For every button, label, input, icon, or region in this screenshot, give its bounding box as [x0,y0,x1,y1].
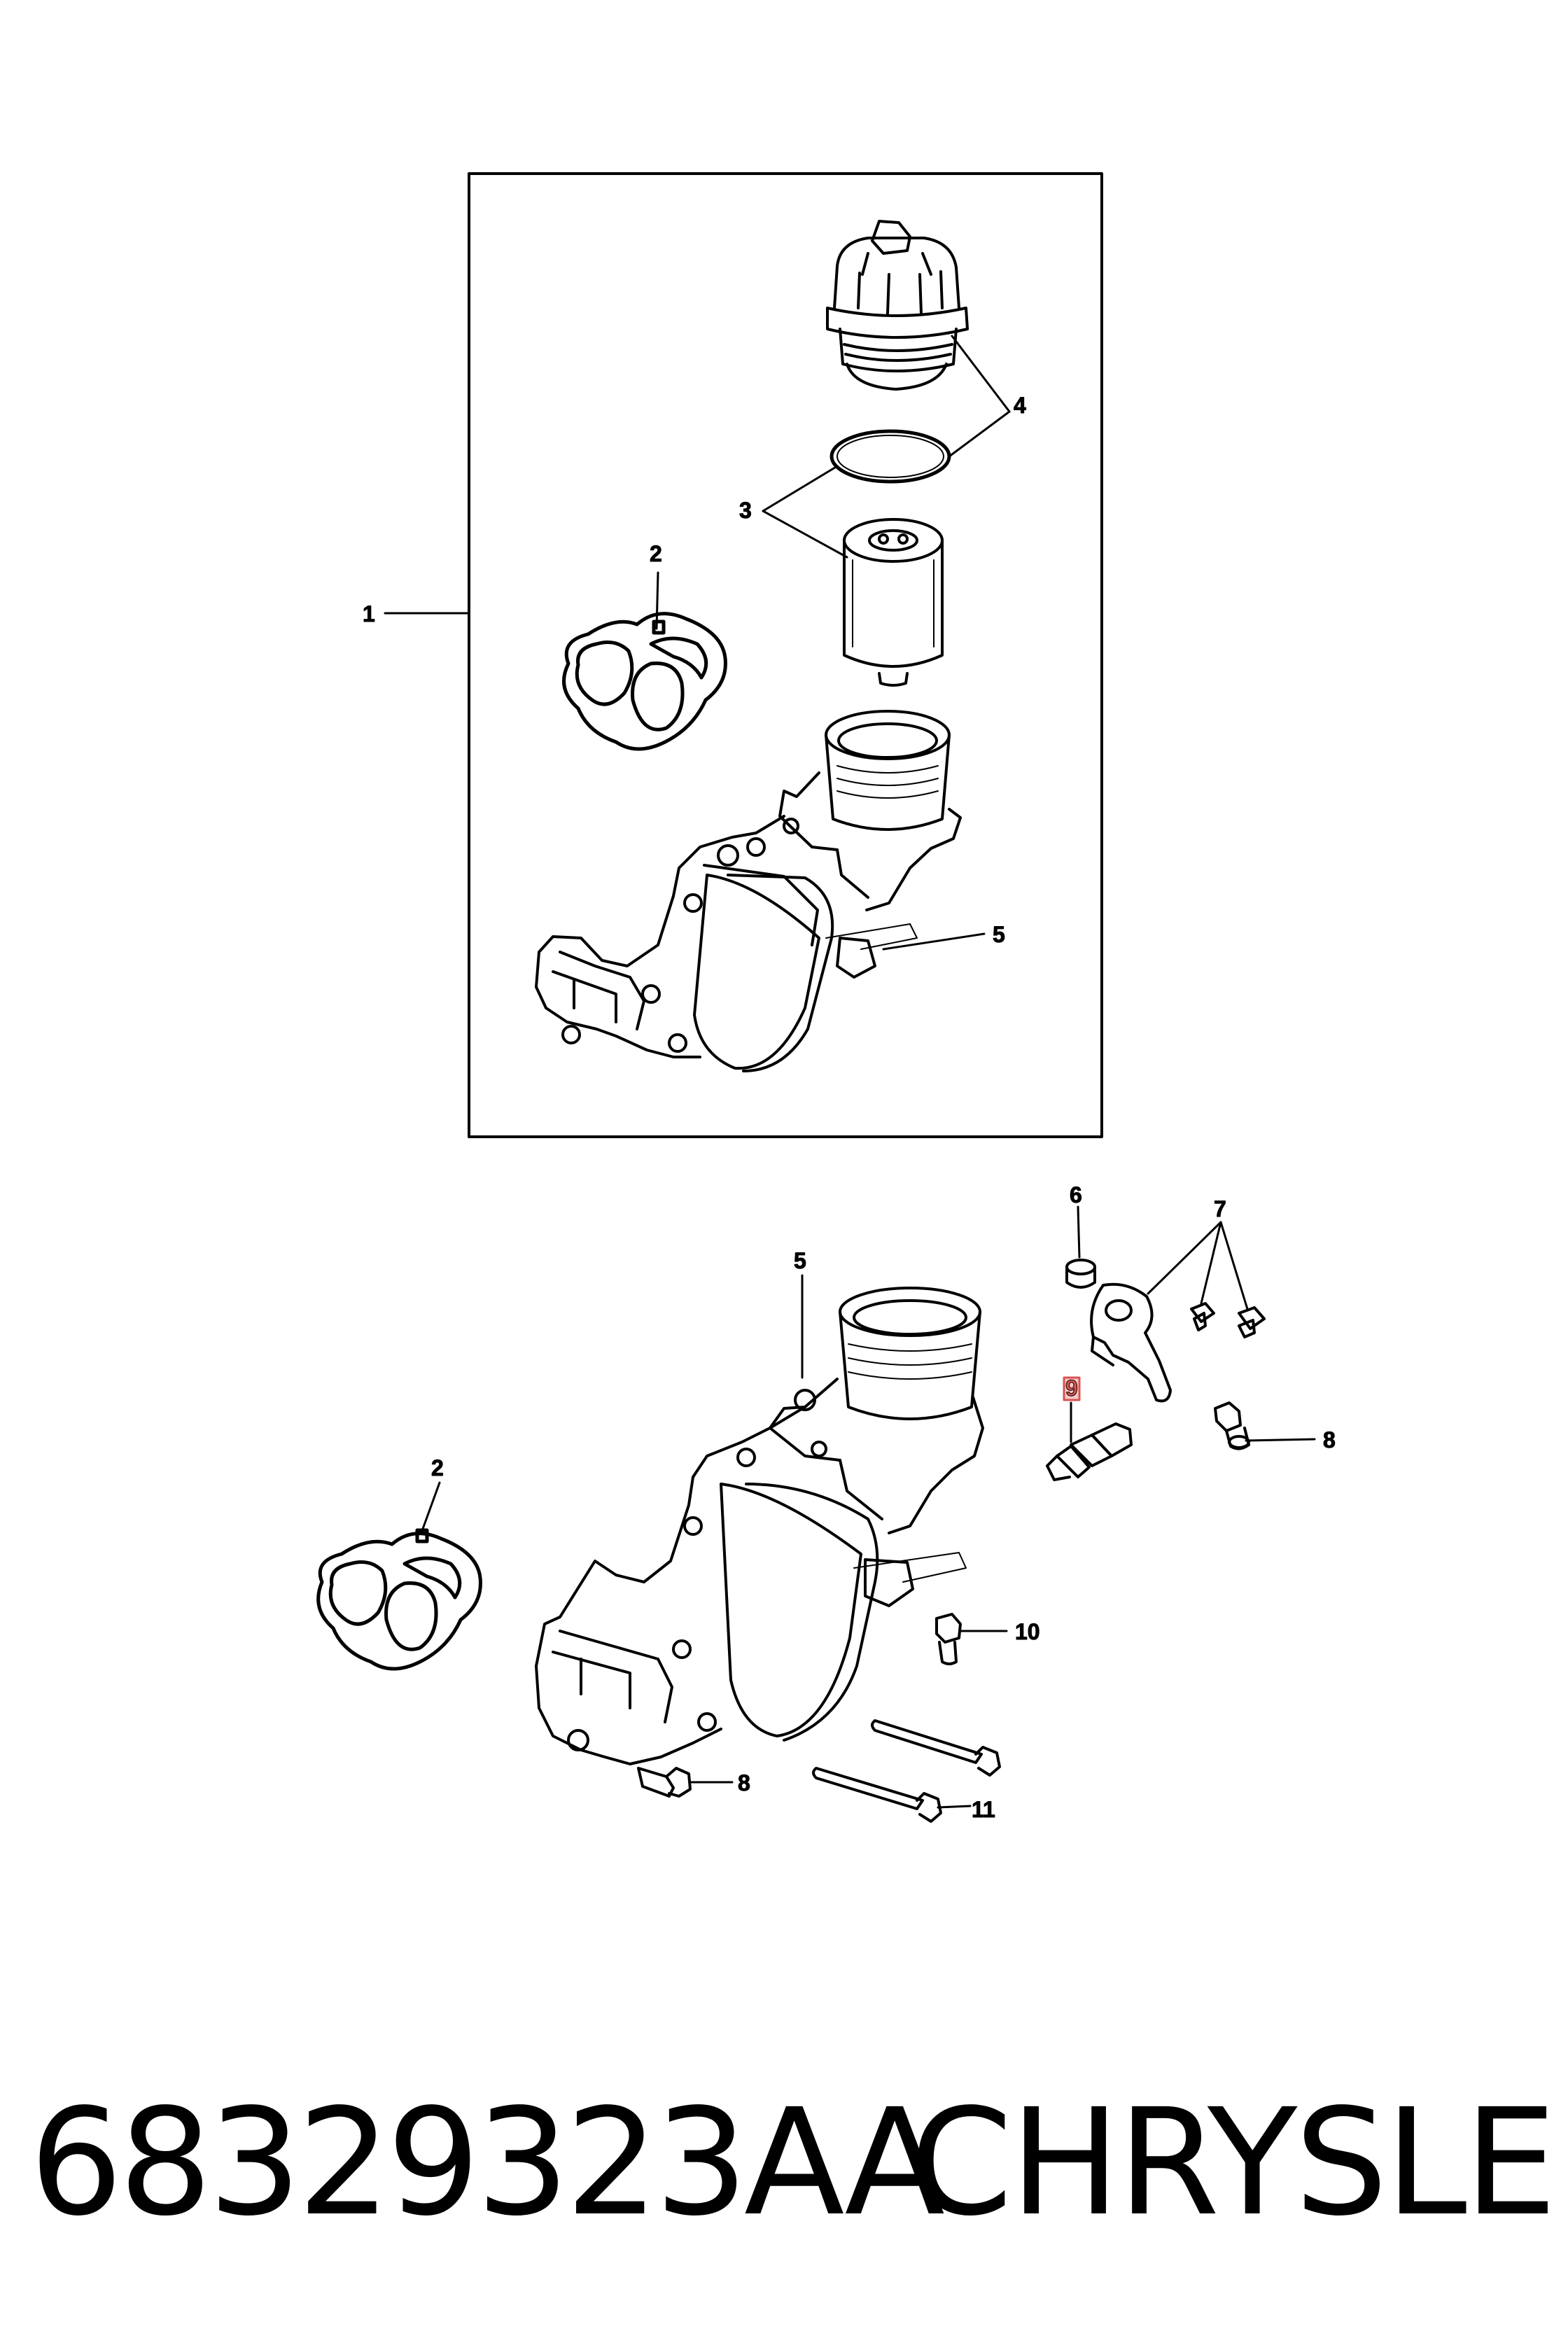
long-bolt-lower[interactable] [812,1767,942,1823]
brand-name: CHRYSLER [910,2077,1568,2248]
callout-9-highlight [1063,1376,1081,1401]
leader-lines-bottom [421,1205,1316,1809]
footer-caption: 68329323AA CHRYSLER [0,2072,1568,2254]
callout-5-bottom: 5 [794,1248,806,1273]
oil-cooler-housing-bottom[interactable] [535,1287,984,1765]
long-bolt-upper[interactable] [871,1719,1001,1777]
callout-10: 10 [1015,1619,1040,1644]
callout-5-top: 5 [993,922,1005,947]
callout-6: 6 [1070,1182,1082,1208]
callout-2-top: 2 [650,541,662,566]
callout-11: 11 [972,1797,995,1822]
oil-pressure-sensor[interactable] [1046,1422,1133,1481]
callout-9: 9 [1065,1376,1078,1401]
callout-3: 3 [739,498,752,523]
bracket-bolt-2[interactable] [1238,1306,1266,1338]
part-number: 68329323AA [29,2077,945,2248]
filter-element[interactable] [843,518,944,687]
gasket-top[interactable] [562,612,727,751]
callout-8-right: 8 [1323,1427,1336,1452]
mounting-bracket[interactable] [1090,1282,1172,1403]
bracket-bolt-1[interactable] [1190,1302,1215,1331]
insert-sleeve[interactable] [1065,1259,1096,1289]
leader-lines-top [384,335,1011,951]
oil-cooler-housing-top[interactable] [535,710,962,1072]
filter-cap[interactable] [826,220,969,391]
callout-2-bottom: 2 [431,1455,444,1480]
gasket-bottom[interactable] [316,1528,482,1671]
flange-bolt-right[interactable] [1214,1401,1250,1450]
drain-fitting[interactable] [935,1613,962,1665]
callout-1: 1 [363,601,375,626]
flange-bolt-bottom[interactable] [637,1767,692,1798]
o-ring-inner [836,435,944,478]
callout-7: 7 [1214,1196,1226,1222]
o-ring[interactable] [830,429,951,484]
callout-4: 4 [1014,393,1026,418]
callout-8-bottom: 8 [738,1770,750,1795]
assembly-frame [468,172,1103,1138]
